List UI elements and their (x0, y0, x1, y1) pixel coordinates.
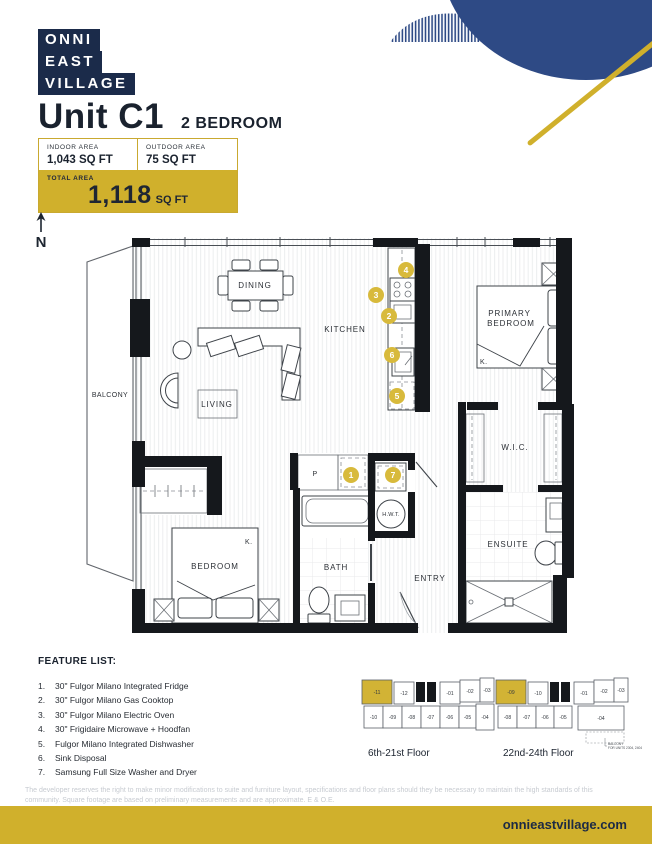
floor-plan: BALCONY DINING (86, 237, 574, 633)
room-label-entry: ENTRY (414, 574, 445, 583)
svg-text:-07: -07 (523, 715, 530, 721)
svg-text:6: 6 (390, 350, 395, 360)
logo-line-village: VILLAGE (38, 73, 135, 95)
keyplan-6-21: -11 -12 -01 -02 -03 -10 -09 -08 -07 -06 … (361, 677, 495, 731)
svg-text:-11: -11 (374, 690, 381, 696)
dining-set (217, 259, 294, 312)
feature-item: Sink Disposal (55, 753, 107, 764)
room-label-wic: W.I.C. (501, 443, 528, 452)
svg-text:-06: -06 (541, 715, 548, 721)
svg-text:-08: -08 (408, 715, 415, 721)
indoor-area-cell: INDOOR AREA 1,043 SQ FT (39, 139, 138, 170)
svg-text:-12: -12 (400, 691, 407, 697)
svg-text:7: 7 (391, 470, 396, 480)
living-furniture (160, 327, 302, 419)
north-label: N (36, 234, 47, 250)
keyplan-unit-cell-highlight (361, 679, 393, 705)
outdoor-area-cell: OUTDOOR AREA 75 SQ FT (138, 139, 237, 170)
indoor-area-label: INDOOR AREA (47, 144, 99, 151)
feature-item: Fulgor Milano Integrated Dishwasher (55, 738, 194, 749)
svg-text:1: 1 (349, 470, 354, 480)
room-label-ensuite: ENSUITE (488, 540, 529, 549)
title-row: Unit C1 2 BEDROOM (38, 97, 282, 137)
svg-text:5: 5 (395, 391, 400, 401)
unit-subtitle: 2 BEDROOM (181, 115, 283, 132)
decor-striped-dome-icon (390, 13, 506, 42)
svg-text:-07: -07 (427, 715, 434, 721)
svg-text:-02: -02 (600, 689, 607, 695)
marker-1: 1 (343, 467, 359, 483)
room-label-primary-bedroom: PRIMARY BEDROOM (487, 309, 535, 328)
svg-text:-09: -09 (507, 690, 514, 696)
svg-text:-01: -01 (446, 691, 453, 697)
balcony-outline (86, 245, 134, 582)
marker-4: 4 (398, 262, 414, 278)
svg-text:-05: -05 (464, 715, 471, 721)
feature-item: 30" Fulgor Milano Gas Cooktop (55, 695, 174, 706)
total-area-label: TOTAL AREA (47, 175, 94, 182)
marker-2: 2 (381, 308, 397, 324)
outdoor-area-label: OUTDOOR AREA (146, 144, 206, 151)
king-label-primary: K. (480, 359, 487, 366)
svg-text:-10: -10 (534, 691, 541, 697)
outdoor-area-value: 75 SQ FT (146, 154, 196, 166)
svg-text:4: 4 (404, 265, 409, 275)
svg-text:-03: -03 (483, 688, 490, 694)
keyplan-balcony-note: BALCONY (608, 742, 624, 746)
svg-text:-08: -08 (504, 715, 511, 721)
svg-text:-03: -03 (617, 688, 624, 694)
unit-title: Unit C1 (38, 97, 164, 136)
keyplan-caption-6-21: 6th-21st Floor (368, 748, 430, 759)
svg-text:-06: -06 (446, 715, 453, 721)
feature-list: FEATURE LIST: 30" Fulgor Milano Integrat… (38, 656, 338, 780)
total-area-value: 1,118 (87, 181, 152, 209)
svg-text:-05: -05 (559, 715, 566, 721)
hwt-label: H.W.T. (382, 512, 400, 518)
room-label-dining: DINING (238, 281, 271, 290)
keyplan-unit-cell-highlight (495, 679, 527, 705)
feature-list-heading: FEATURE LIST: (38, 656, 117, 667)
marker-6: 6 (384, 347, 400, 363)
appliance-markers: 1 2 3 4 5 6 7 (343, 262, 414, 483)
disclaimer-text: The developer reserves the right to make… (25, 787, 593, 804)
bedroom-bed (153, 527, 280, 624)
walls (130, 238, 574, 633)
brand-logo: ONNI EAST VILLAGE (38, 29, 135, 95)
logo-line-east: EAST (38, 51, 103, 73)
svg-text:-02: -02 (466, 689, 473, 695)
svg-text:-10: -10 (370, 715, 377, 721)
marker-3: 3 (368, 287, 384, 303)
area-table: INDOOR AREA 1,043 SQ FT OUTDOOR AREA 75 … (38, 138, 238, 213)
king-label-bedroom: K. (245, 539, 252, 546)
feature-item: 30" Fulgor Milano Electric Oven (55, 709, 175, 720)
pantry-label: P (312, 471, 317, 478)
feature-item: Samsung Full Size Washer and Dryer (55, 767, 197, 778)
room-label-living: LIVING (201, 400, 233, 409)
marker-5: 5 (389, 388, 405, 404)
footer-bar: onnieastvillage.com (0, 806, 652, 844)
svg-text:-01: -01 (580, 691, 587, 697)
room-label-balcony: BALCONY (92, 392, 128, 399)
feature-item: 30" Fulgor Milano Integrated Fridge (55, 681, 189, 691)
svg-text:3: 3 (374, 290, 379, 300)
feature-item: 30" Frigidaire Microwave + Hoodfan (55, 724, 191, 735)
svg-text:2: 2 (387, 311, 392, 321)
website-link[interactable]: onnieastvillage.com (502, 817, 627, 832)
north-arrow: N (36, 212, 47, 250)
svg-text:-09: -09 (389, 715, 396, 721)
room-label-kitchen: KITCHEN (324, 325, 365, 334)
marker-7: 7 (385, 467, 401, 483)
total-area-unit: SQ FT (155, 194, 189, 206)
svg-text:-04: -04 (597, 716, 604, 722)
keyplan-caption-22-24: 22nd-24th Floor (503, 748, 574, 759)
room-label-bath: BATH (324, 563, 348, 572)
keyplan-22-24: -09 -10 -01 -02 -03 -08 -07 -06 -05 -04 … (495, 677, 642, 750)
room-label-bedroom: BEDROOM (191, 562, 239, 571)
svg-text:-04: -04 (481, 715, 488, 721)
north-arrow-icon (36, 212, 46, 232)
indoor-area-value: 1,043 SQ FT (47, 154, 113, 166)
logo-line-onni: ONNI (38, 29, 100, 51)
keyplan-balcony-note: FOR UNITS 2304, 2404 (608, 746, 642, 750)
